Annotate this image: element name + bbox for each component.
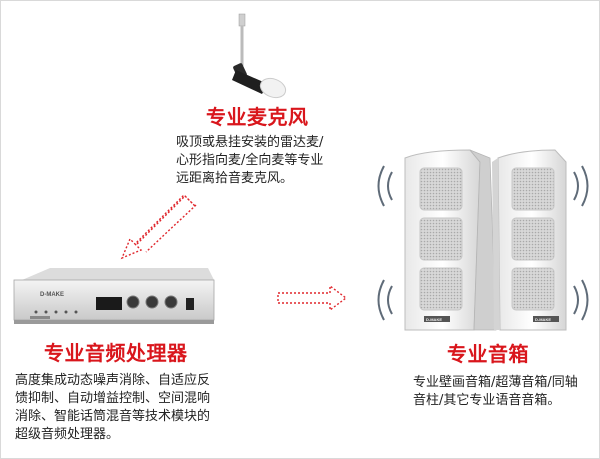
speaker-right-image	[492, 149, 567, 331]
speaker-description: 专业壁画音箱/超薄音箱/同轴 音柱/其它专业语音音箱。	[413, 374, 578, 410]
processor-brand-label: D-MAKE	[40, 292, 64, 298]
microphone-title: 专业麦克风	[206, 105, 309, 129]
microphone-desc-line: 吸顶或悬挂安装的雷达麦/	[176, 135, 324, 150]
processor-desc-line: 超级音频处理器。	[15, 427, 120, 442]
speaker-desc-line: 音柱/其它专业语音音箱。	[413, 393, 561, 408]
speaker-right-brand-label: D-MAKE	[535, 317, 551, 322]
sound-wave-right	[573, 165, 589, 321]
sound-wave-left	[377, 165, 393, 321]
speaker-title: 专业音箱	[447, 342, 529, 366]
arrow-processor-to-speaker	[277, 284, 348, 312]
speaker-desc-line: 专业壁画音箱/超薄音箱/同轴	[413, 375, 578, 390]
processor-title: 专业音频处理器	[44, 341, 188, 365]
speaker-left-brand-label: D-MAKE	[426, 317, 442, 322]
microphone-description: 吸顶或悬挂安装的雷达麦/ 心形指向麦/全向麦等专业 远距离拾音麦克风。	[176, 134, 323, 188]
processor-description: 高度集成动态噪声消除、自适应反 馈抑制、自动增益控制、空间混响 消除、智能话筒混…	[15, 372, 210, 444]
arrow-mic-to-processor	[120, 194, 197, 260]
audio-processor-image	[13, 268, 215, 324]
microphone-image	[232, 13, 287, 99]
microphone-desc-line: 心形指向麦/全向麦等专业	[176, 153, 324, 168]
processor-desc-line: 消除、智能话筒混音等技术模块的	[15, 409, 211, 424]
processor-desc-line: 高度集成动态噪声消除、自适应反	[15, 373, 211, 388]
microphone-desc-line: 远距离拾音麦克风。	[176, 171, 294, 186]
speaker-left-image	[404, 149, 497, 331]
processor-desc-line: 馈抑制、自动增益控制、空间混响	[15, 391, 211, 406]
